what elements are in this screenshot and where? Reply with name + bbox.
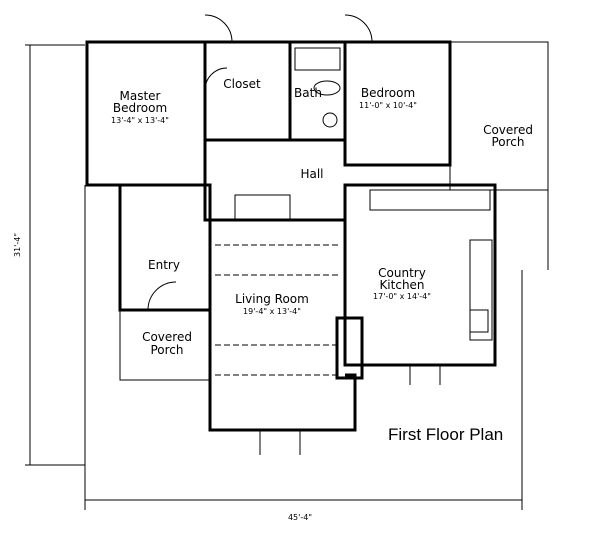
front-door: [259, 430, 301, 455]
living-room-size: 19'-4" x 13'-4": [243, 307, 301, 316]
kitchen-label: Country: [378, 266, 426, 280]
bath-sink: [322, 112, 338, 128]
covered-porch-left-label-2: Porch: [150, 343, 183, 357]
bathtub: [294, 47, 341, 71]
doors: [147, 14, 441, 455]
entry-walls: [118, 183, 212, 312]
master-bedroom-label-2: Bedroom: [113, 101, 167, 115]
covered-porch-right-label-2: Porch: [491, 135, 524, 149]
covered-porch-right-outline: [449, 41, 549, 191]
walls: [85, 40, 549, 432]
hall-cabinet: [234, 194, 291, 221]
width-dimension: 45'-4": [288, 513, 312, 522]
door-swing: [344, 14, 373, 43]
entry-label: Entry: [148, 258, 180, 272]
closet-door-swing: [204, 67, 228, 91]
master-bedroom-label: Master: [120, 89, 161, 103]
covered-porch-left-label: Covered: [142, 330, 192, 344]
kitchen-counter-side: [469, 239, 493, 341]
covered-porch-right-label: Covered: [483, 123, 533, 137]
kitchen-counter: [369, 189, 491, 211]
living-room-walls: [208, 220, 357, 432]
depth-dimension: 31'-4": [13, 233, 22, 257]
hall-walls: [203, 140, 347, 222]
width-dimension-line: 45'-4": [84, 185, 523, 522]
kitchen-size: 17'-0" x 14'-4": [373, 292, 431, 301]
kitchen-sink: [469, 309, 489, 333]
bedroom-size: 11'-0" x 10'-4": [359, 101, 417, 110]
door-swing: [204, 14, 233, 43]
closet-label: Closet: [223, 77, 261, 91]
entry-door-swing: [147, 281, 177, 311]
toilet: [313, 80, 341, 96]
fireplace: [335, 316, 364, 380]
bedroom-label: Bedroom: [361, 86, 415, 100]
closet-walls: [203, 40, 292, 142]
kitchen-door: [409, 365, 441, 385]
hall-label: Hall: [300, 167, 323, 181]
kitchen-label-2: Kitchen: [379, 278, 424, 292]
kitchen-walls: [343, 183, 497, 367]
master-bedroom-size: 13'-4" x 13'-4": [111, 116, 169, 125]
depth-dimension-line: 31'-4": [13, 44, 85, 466]
living-room-label: Living Room: [235, 292, 309, 306]
plan-title: First Floor Plan: [388, 425, 503, 444]
bath-label: Bath: [294, 86, 322, 100]
